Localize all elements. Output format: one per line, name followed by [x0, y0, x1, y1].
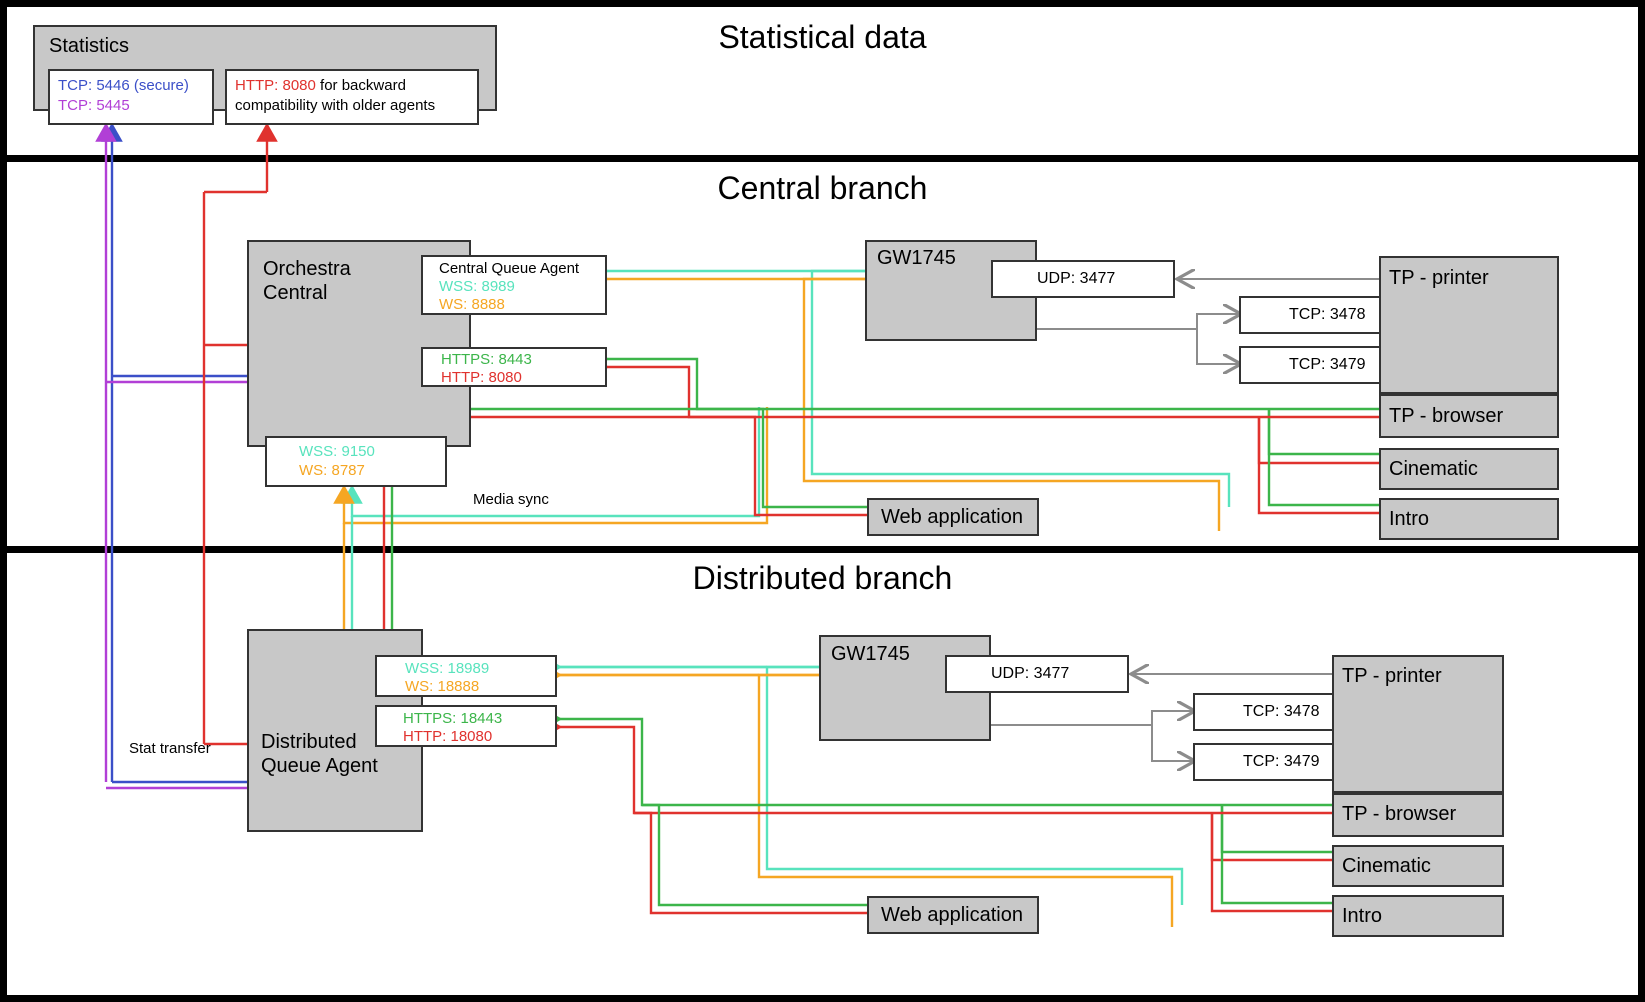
distributed-cinematic-label: Cinematic	[1342, 855, 1431, 877]
distributed-gw-port-udp-3477: UDP: 3477	[945, 655, 1129, 693]
stat-http-8080-line: HTTP: 8080 for backward	[235, 77, 406, 94]
central-wss-8989: WSS: 8989	[439, 278, 515, 295]
panel-title-central: Central branch	[717, 170, 928, 206]
distributed-udp-3477-label: UDP: 3477	[991, 665, 1070, 682]
media-sync-label: Media sync	[473, 491, 549, 508]
distributed-web-application-label: Web application	[881, 904, 1023, 926]
stat-tcp-5445: TCP: 5445	[58, 97, 130, 114]
central-endpoint-tp-printer: TP - printer	[1379, 256, 1559, 394]
distributed-endpoint-tp-browser: TP - browser	[1332, 793, 1504, 837]
distributed-endpoint-cinematic: Cinematic	[1332, 845, 1504, 887]
distributed-gateway-label: GW1745	[831, 643, 910, 665]
central-tp-printer-label: TP - printer	[1389, 267, 1489, 289]
central-web-application-label: Web application	[881, 506, 1023, 528]
central-wss-9150: WSS: 9150	[299, 443, 375, 460]
central-https-box: HTTPS: 8443 HTTP: 8080	[421, 347, 607, 387]
central-gw-port-udp-3477: UDP: 3477	[991, 260, 1175, 298]
central-tcp-3478-label: TCP: 3478	[1289, 306, 1366, 323]
distributed-ws-box: WSS: 18989 WS: 18888	[375, 655, 557, 697]
distributed-intro-label: Intro	[1342, 905, 1383, 927]
distributed-endpoint-intro: Intro	[1332, 895, 1504, 937]
central-ws-8888: WS: 8888	[439, 296, 505, 313]
orchestra-central-label-1: Orchestra	[263, 258, 351, 280]
distributed-wss-18989: WSS: 18989	[405, 660, 490, 677]
central-cinematic-label: Cinematic	[1389, 458, 1478, 480]
distributed-endpoint-tp-printer: TP - printer	[1332, 655, 1504, 793]
central-gateway-label: GW1745	[877, 247, 956, 269]
distributed-https-box: HTTPS: 18443 HTTP: 18080	[375, 705, 557, 747]
stat-port-box-http: HTTP: 8080 for backward compatibility wi…	[225, 69, 479, 125]
panel-title-statistical: Statistical data	[718, 19, 927, 55]
central-endpoint-tp-browser: TP - browser	[1379, 394, 1559, 438]
stat-transfer-label: Stat transfer	[129, 740, 211, 757]
central-queue-agent-box: Central Queue Agent WSS: 8989 WS: 8888	[421, 255, 607, 315]
stat-tcp-5446: TCP: 5446 (secure)	[58, 77, 189, 94]
central-wss-box: WSS: 9150 WS: 8787	[265, 436, 447, 487]
panel-divider-bottom	[7, 546, 1638, 553]
stat-port-box-tcp: TCP: 5446 (secure) TCP: 5445	[48, 69, 214, 125]
central-endpoint-intro: Intro	[1379, 498, 1559, 540]
distributed-tcp-3479-label: TCP: 3479	[1243, 753, 1320, 770]
stat-http-8080: HTTP: 8080	[235, 77, 316, 94]
distributed-tp-printer-label: TP - printer	[1342, 665, 1442, 687]
central-web-application: Web application	[867, 498, 1039, 536]
distributed-queue-agent-label-2: Queue Agent	[261, 755, 378, 777]
statistics-label: Statistics	[49, 35, 130, 57]
central-tp-browser-label: TP - browser	[1389, 405, 1504, 427]
distributed-https-18443: HTTPS: 18443	[403, 710, 503, 727]
orchestra-central-label-2: Central	[263, 282, 328, 304]
central-queue-agent-title: Central Queue Agent	[439, 260, 580, 277]
central-ws-8787: WS: 8787	[299, 462, 365, 479]
central-endpoint-cinematic: Cinematic	[1379, 448, 1559, 490]
central-tcp-3479-label: TCP: 3479	[1289, 356, 1366, 373]
distributed-http-18080: HTTP: 18080	[403, 728, 493, 745]
central-https-8443: HTTPS: 8443	[441, 351, 532, 368]
distributed-queue-agent-label-1: Distributed	[261, 731, 357, 753]
central-http-8080: HTTP: 8080	[441, 369, 522, 386]
panel-title-distributed: Distributed branch	[692, 560, 953, 596]
distributed-web-application: Web application	[867, 896, 1039, 934]
stat-http-8080-suffix: for backward	[315, 77, 406, 94]
distributed-ws-18888: WS: 18888	[405, 678, 480, 695]
central-intro-label: Intro	[1389, 508, 1430, 530]
stat-http-compat-note: compatibility with older agents	[235, 97, 436, 114]
panel-divider-top	[7, 155, 1638, 162]
distributed-tcp-3478-label: TCP: 3478	[1243, 703, 1320, 720]
central-udp-3477-label: UDP: 3477	[1037, 270, 1116, 287]
distributed-tp-browser-label: TP - browser	[1342, 803, 1457, 825]
